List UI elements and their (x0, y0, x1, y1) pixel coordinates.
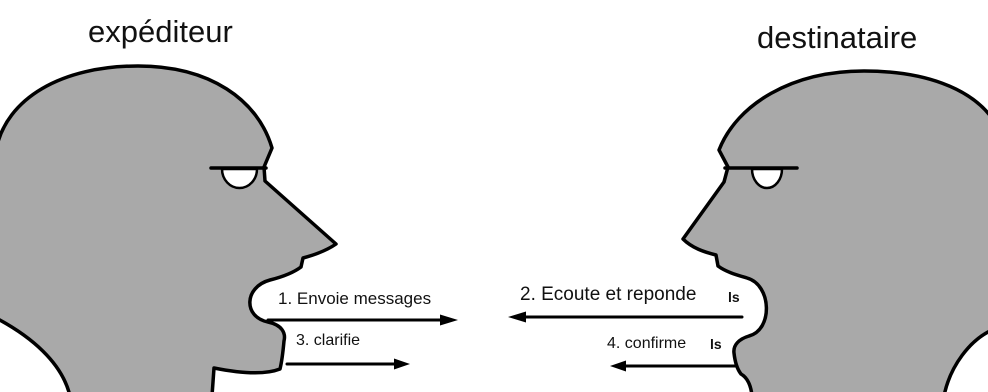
step-1-label: 1. Envoie messages (278, 289, 431, 308)
step-2: 2. Ecoute et reponde ls (508, 284, 744, 323)
step-4-mark: ls (710, 336, 722, 352)
step-2-arrowhead (508, 311, 526, 323)
step-1: 1. Envoie messages (266, 289, 458, 326)
step-4: 4. confirme ls (607, 335, 738, 372)
sender (0, 64, 338, 392)
receiver-eye (750, 167, 784, 190)
step-4-arrowhead (610, 360, 626, 372)
receiver-head (681, 69, 988, 392)
sender-eye (220, 167, 259, 190)
step-1-arrowhead (440, 314, 458, 326)
step-2-mark: ls (728, 289, 740, 305)
step-2-label: 2. Ecoute et reponde (520, 284, 696, 305)
step-3-label: 3. clarifie (296, 332, 360, 349)
receiver (681, 69, 988, 392)
step-3-arrowhead (394, 358, 410, 370)
sender-head (0, 64, 338, 392)
receiver-label: destinataire (757, 20, 917, 55)
step-3: 3. clarifie (285, 332, 410, 370)
step-4-label: 4. confirme (607, 335, 686, 352)
sender-label: expéditeur (88, 14, 233, 49)
